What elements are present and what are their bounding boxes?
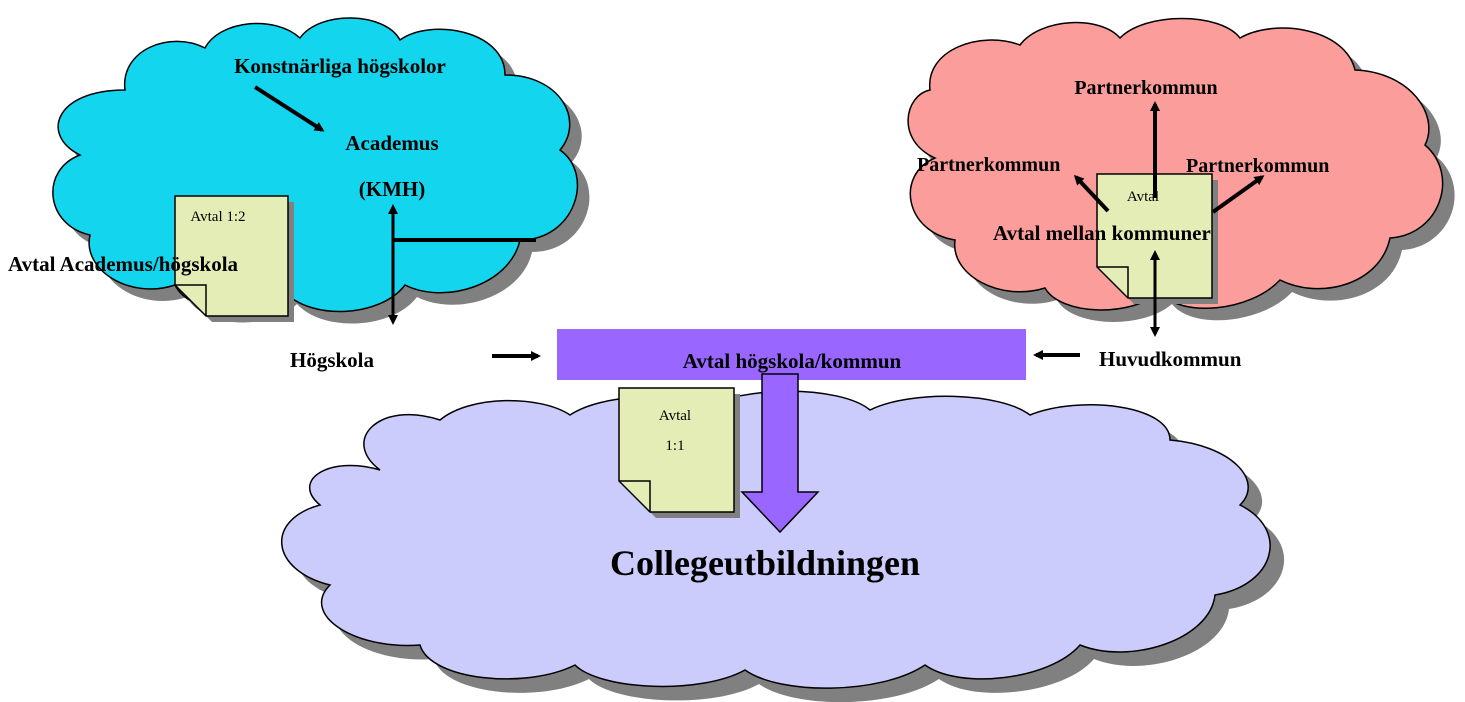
label-partnerkommun-right: Partnerkommun bbox=[1186, 155, 1329, 177]
cloud-kommuner-body bbox=[907, 17, 1444, 311]
document-avtal-1-1 bbox=[618, 387, 740, 518]
document-avtal-kommuner-fold bbox=[1097, 266, 1129, 298]
label-avtal-1-2: Avtal 1:2 bbox=[190, 209, 245, 225]
arrow-to-partnerkommun-left bbox=[1073, 174, 1110, 213]
label-avtal-hogskola-kommun: Avtal högskola/kommun bbox=[683, 349, 902, 373]
arrow-to-partnerkommun-right bbox=[1211, 175, 1265, 214]
label-partnerkommun-left: Partnerkommun bbox=[917, 154, 1060, 176]
label-avtal-kommuner-doc: Avtal bbox=[1127, 189, 1159, 205]
banner-avtal-hogskola-kommun bbox=[557, 329, 1026, 380]
document-avtal-1-2 bbox=[174, 195, 294, 322]
label-konstnarliga-hogskolor: Konstnärliga högskolor bbox=[234, 54, 446, 78]
big-arrow-down bbox=[740, 373, 820, 534]
document-avtal-1-1-fold bbox=[619, 480, 651, 512]
label-avtal-mellan-kommuner: Avtal mellan kommuner bbox=[993, 221, 1211, 245]
label-partnerkommun-top: Partnerkommun bbox=[1074, 77, 1217, 99]
label-avtal-1-1-line1: Avtal bbox=[659, 408, 691, 424]
document-avtal-1-2-fold bbox=[175, 284, 207, 316]
arrow-konstnarliga-to-academus bbox=[253, 85, 325, 132]
document-avtal-1-2-sheet bbox=[174, 195, 289, 317]
label-hogskola: Högskola bbox=[290, 348, 375, 372]
label-avtal-1-1-line2: 1:1 bbox=[665, 438, 684, 454]
document-avtal-kommuner bbox=[1096, 173, 1218, 304]
label-kmh: (KMH) bbox=[359, 177, 425, 201]
label-academus: Academus bbox=[345, 131, 438, 155]
label-avtal-academus-hogskola: Avtal Academus/högskola bbox=[8, 252, 239, 276]
label-huvudkommun: Huvudkommun bbox=[1099, 347, 1242, 371]
cloud-collegeutbildningen bbox=[281, 390, 1285, 702]
label-collegeutbildningen: Collegeutbildningen bbox=[610, 543, 920, 583]
